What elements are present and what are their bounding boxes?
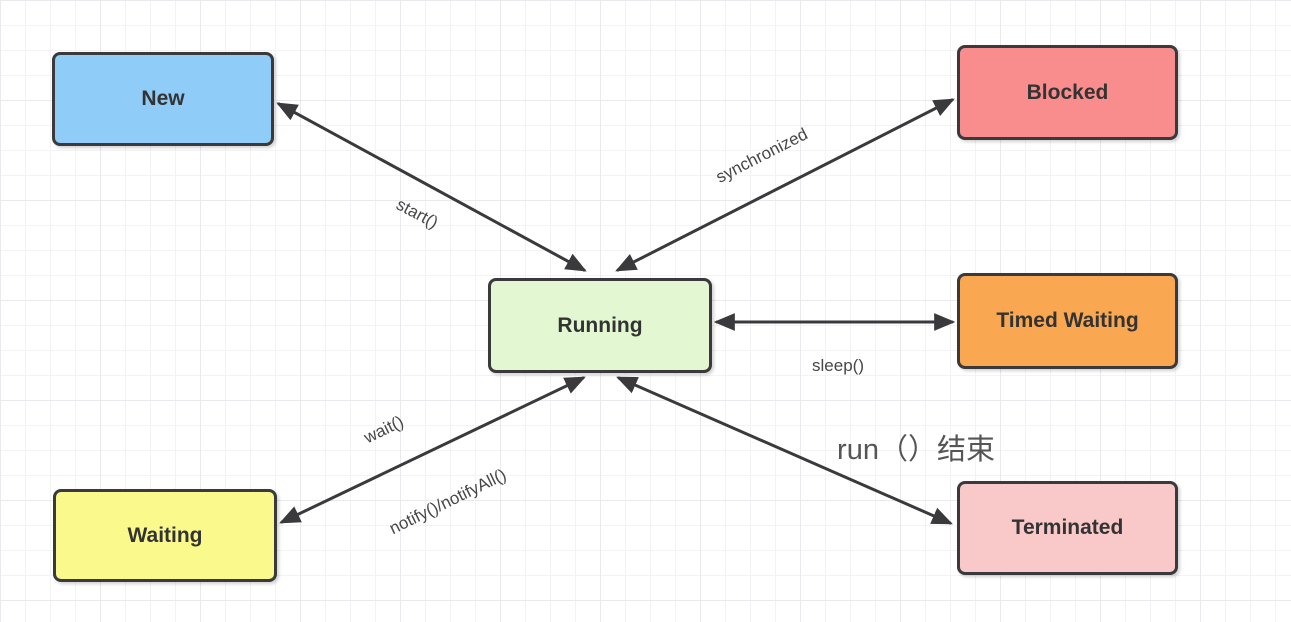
state-node-terminated[interactable]: Terminated xyxy=(957,481,1178,575)
edge-new-running[interactable] xyxy=(276,102,587,272)
edge-running-terminated[interactable] xyxy=(616,376,953,525)
state-node-blocked[interactable]: Blocked xyxy=(957,45,1178,140)
state-node-label: Terminated xyxy=(1011,516,1124,539)
edge-label-sleep: sleep() xyxy=(812,356,864,375)
edge-label-run-end: run（）结束 xyxy=(837,434,995,466)
state-node-waiting[interactable]: Waiting xyxy=(53,489,277,582)
edge-waiting-running[interactable] xyxy=(279,376,586,524)
state-node-label: Running xyxy=(557,313,643,337)
state-node-label: Blocked xyxy=(1026,80,1109,104)
state-node-new[interactable]: New xyxy=(52,52,274,146)
state-node-label: Waiting xyxy=(127,523,203,547)
state-node-label: New xyxy=(141,87,185,110)
state-node-label: Timed Waiting xyxy=(996,309,1139,332)
edge-running-blocked[interactable] xyxy=(615,98,955,272)
state-node-running[interactable]: Running xyxy=(488,278,712,373)
state-node-timed-waiting[interactable]: Timed Waiting xyxy=(957,273,1178,369)
